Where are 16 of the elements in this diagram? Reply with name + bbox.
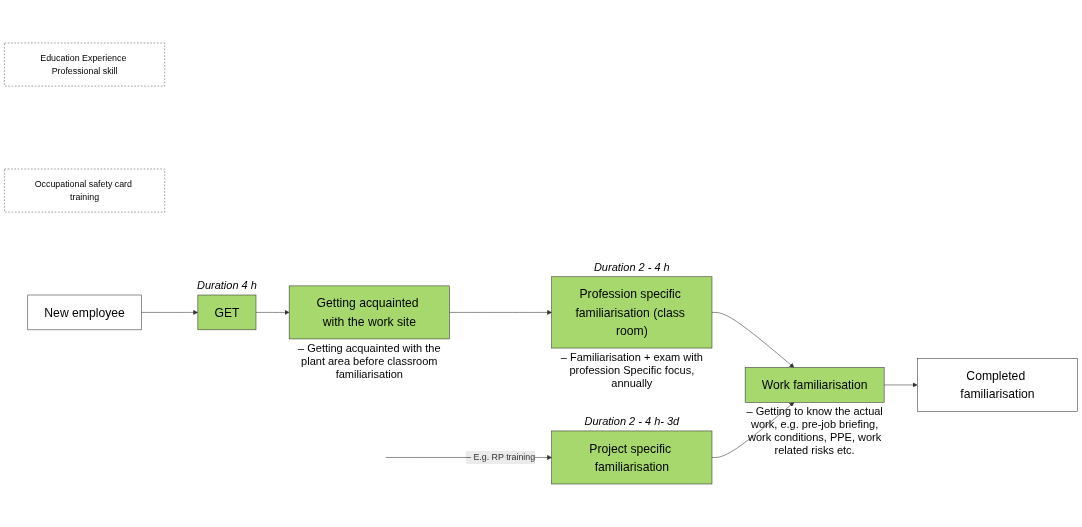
note-text: – Getting acquainted with the plant area before classroom familiarisation [297, 341, 442, 381]
note-text: Duration 2 - 4 h- 3d [583, 414, 681, 428]
node-box: Work familiarisation [744, 367, 885, 403]
node-box: Project specific familiarisation [551, 430, 713, 485]
node-box: New employee [27, 294, 142, 331]
note-text: Duration 4 h [195, 279, 258, 292]
node-box: Education Experience Professional skill [4, 42, 165, 87]
node-box: GET [197, 294, 257, 331]
node-box: Getting acquainted with the work site [288, 285, 450, 340]
node-box: Occupational safety card training [4, 168, 165, 213]
note-text: Duration 2 - 4 h [592, 260, 671, 274]
node-box: Profession specific familiarisation (class room) [551, 276, 713, 349]
note-text: – Getting to know the actual work, e.g. pre-job briefing, work conditions, PPE, work related risks etc. [745, 405, 884, 458]
note-text: – Familiarisation + exam with profession Specific focus, annually [559, 351, 704, 391]
edge-label: – E.g. RP training [466, 452, 536, 462]
node-box: Completed familiarisation [917, 358, 1078, 412]
